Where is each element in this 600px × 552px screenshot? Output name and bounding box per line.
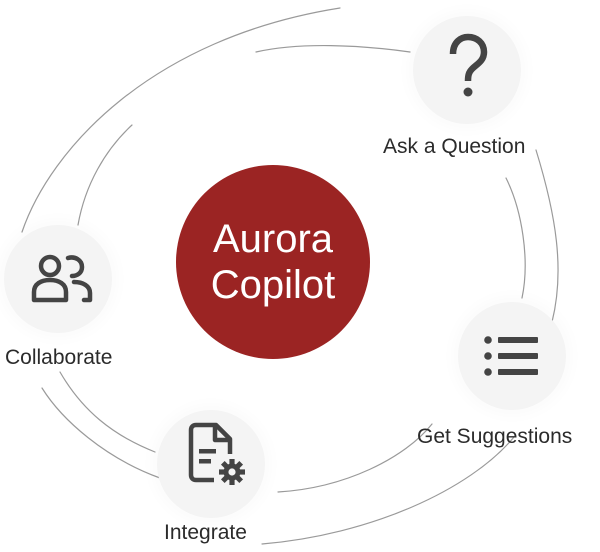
outer-arc-bottom-left xyxy=(41,387,161,479)
node-label-get-suggestions: Get Suggestions xyxy=(417,425,573,448)
node-label-collaborate: Collaborate xyxy=(5,346,113,369)
hub-title-line-2: Copilot xyxy=(210,263,336,307)
node-background xyxy=(157,410,265,518)
inner-arc-top xyxy=(255,44,411,53)
outer-arc-top-left xyxy=(21,7,341,233)
inner-arc-right xyxy=(505,177,526,299)
list-icon xyxy=(478,326,544,386)
node-label-ask-a-question: Ask a Question xyxy=(383,135,526,158)
people-icon xyxy=(28,248,96,308)
inner-arc-bottom-right xyxy=(277,423,433,493)
inner-arc-bottom-left xyxy=(59,371,156,453)
outer-arc-right xyxy=(535,149,559,323)
node-label-integrate: Integrate xyxy=(164,521,247,544)
hub-title-line-1: Aurora xyxy=(212,217,334,261)
question-mark-icon xyxy=(433,28,499,108)
aurora-copilot-hub[interactable]: Aurora Copilot xyxy=(176,165,370,359)
outer-arc-bottom-right xyxy=(261,436,515,545)
inner-arc-top-left xyxy=(77,124,133,226)
document-gear-icon xyxy=(182,418,254,494)
